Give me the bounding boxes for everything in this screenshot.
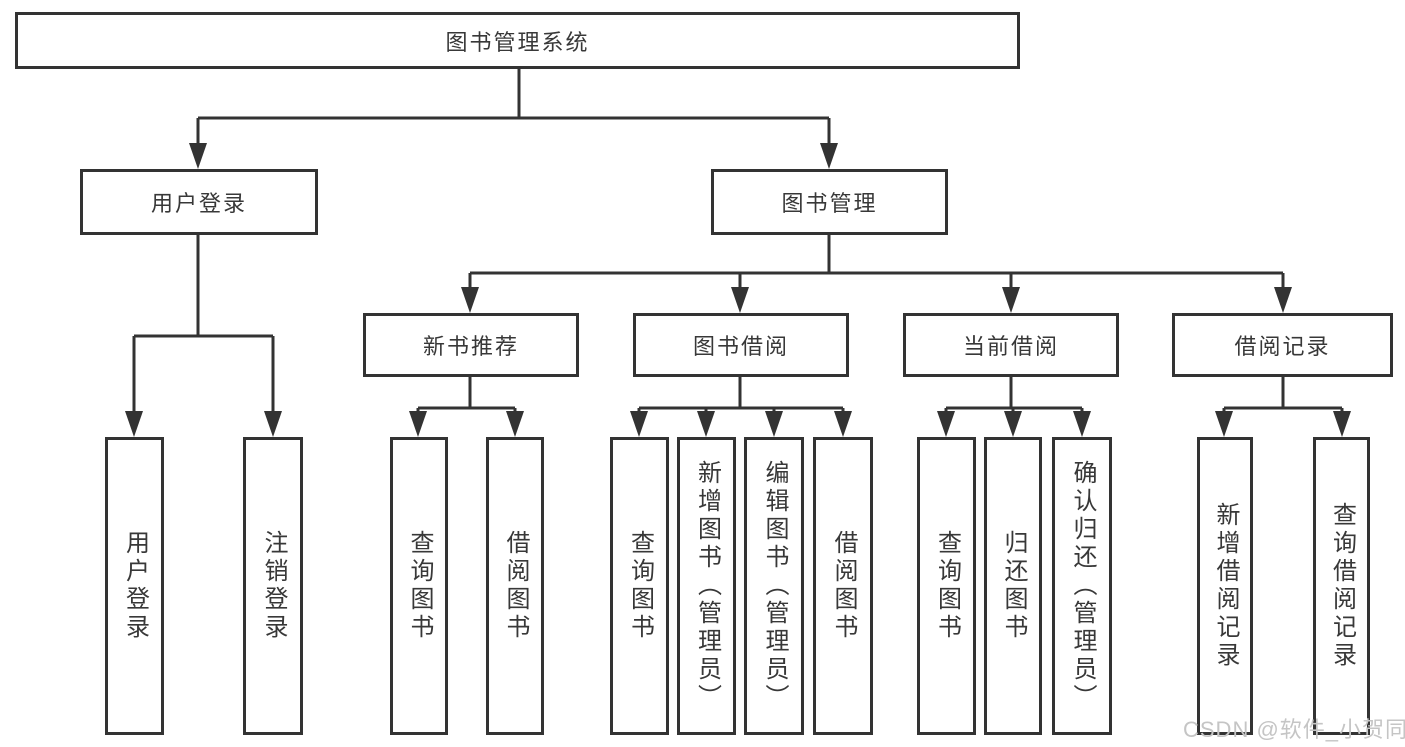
node-leaf-user-login: 用户登录 (105, 437, 164, 735)
node-leaf-query-borrow-record: 查询借阅记录 (1313, 437, 1370, 735)
node-leaf-edit-book-admin: 编辑图书（管理员） (744, 437, 804, 735)
node-leaf-query-books-recommend: 查询图书 (390, 437, 448, 735)
arrowheads (125, 143, 1351, 437)
node-leaf-borrow-books-borrowing: 借阅图书 (813, 437, 873, 735)
node-borrowing-records: 借阅记录 (1172, 313, 1393, 377)
node-leaf-add-book-admin: 新增图书（管理员） (677, 437, 736, 735)
node-book-management: 图书管理 (711, 169, 948, 235)
node-leaf-query-books-current: 查询图书 (917, 437, 976, 735)
node-leaf-borrow-books-recommend: 借阅图书 (486, 437, 544, 735)
node-library-system: 图书管理系统 (15, 12, 1020, 69)
node-current-borrowing: 当前借阅 (903, 313, 1119, 377)
node-leaf-add-borrow-record: 新增借阅记录 (1197, 437, 1253, 735)
node-leaf-query-books-borrowing: 查询图书 (610, 437, 669, 735)
node-leaf-return-books: 归还图书 (984, 437, 1042, 735)
node-leaf-confirm-return-admin: 确认归还（管理员） (1052, 437, 1112, 735)
csdn-watermark: CSDN @软件_小贺同学 (1183, 717, 1405, 742)
node-leaf-logout-login: 注销登录 (243, 437, 303, 735)
node-new-book-recommend: 新书推荐 (363, 313, 579, 377)
node-book-borrowing: 图书借阅 (633, 313, 849, 377)
node-user-login-branch: 用户登录 (80, 169, 318, 235)
